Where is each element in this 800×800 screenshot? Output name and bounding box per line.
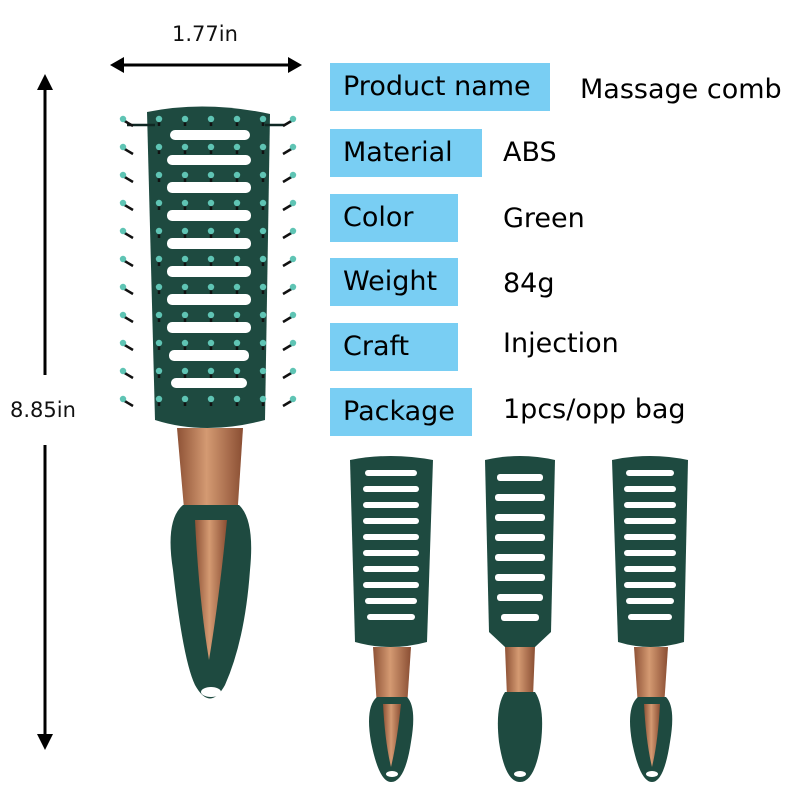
- spec-value-product-name: Massage comb: [580, 74, 782, 105]
- spec-label-weight: Weight: [330, 258, 458, 306]
- spec-value-material: ABS: [503, 137, 557, 168]
- spec-value-weight: 84g: [503, 268, 555, 299]
- spec-label-craft: Craft: [330, 323, 458, 371]
- spec-value-craft: Injection: [503, 328, 619, 359]
- spec-label-product-name: Product name: [330, 63, 550, 111]
- brush-front-view-image: [350, 456, 433, 782]
- spec-value-package: 1pcs/opp bag: [503, 394, 686, 425]
- brush-main-image: [119, 106, 297, 699]
- spec-label-color: Color: [330, 194, 458, 242]
- spec-label-material: Material: [330, 129, 482, 177]
- brush-side-view-image: [612, 456, 688, 782]
- height-dimension-label: 8.85in: [10, 398, 76, 422]
- brush-back-view-image: [485, 456, 555, 782]
- width-dimension-label: 1.77in: [172, 22, 238, 46]
- spec-value-color: Green: [503, 203, 585, 234]
- spec-label-package: Package: [330, 388, 472, 436]
